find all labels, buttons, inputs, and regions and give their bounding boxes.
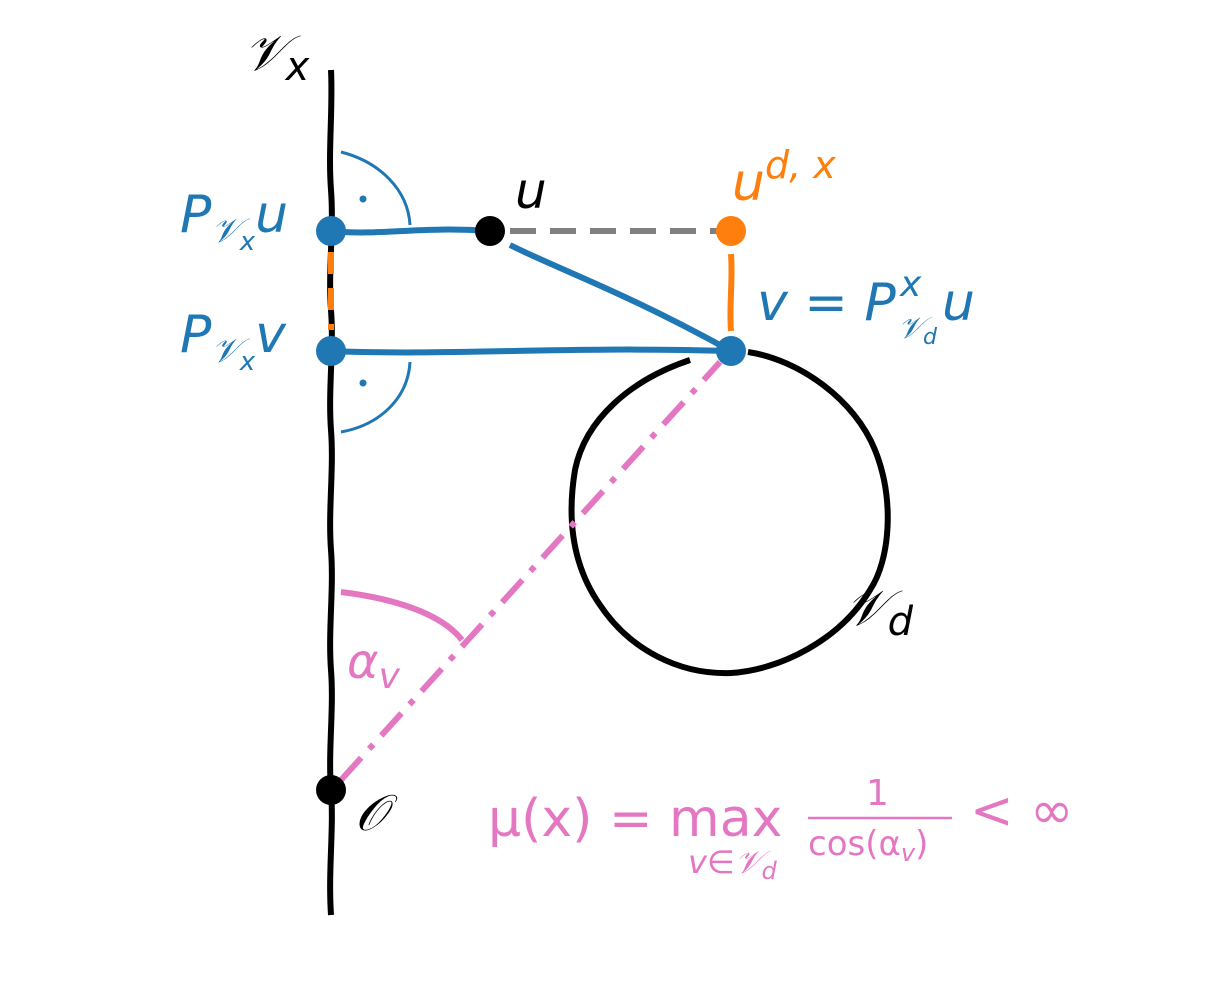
- u-to-v-line: [508, 242, 733, 354]
- label-v-equals-sup: x: [899, 264, 922, 305]
- origin-to-v-line: [338, 359, 723, 783]
- label-v-equals: v = P: [757, 273, 896, 333]
- label-v-equals-tail: u: [942, 273, 975, 333]
- label-u: u: [515, 162, 547, 220]
- udx-to-v-line: [727, 253, 735, 332]
- label-v-equals-sub: 𝒱d: [898, 311, 938, 350]
- label-pvx-u: P𝒱xu: [180, 185, 288, 257]
- angle-alpha-arc: [340, 589, 465, 642]
- label-vd: 𝒱d: [846, 579, 914, 645]
- formula-rhs: < ∞: [970, 781, 1073, 841]
- formula-lhs: μ(x) = max: [488, 789, 782, 849]
- point-origin: [316, 775, 346, 805]
- mu-formula: μ(x) = max v∈𝒱d 1 cos(αv) < ∞: [488, 773, 1073, 885]
- point-v: [716, 336, 746, 366]
- formula-denominator: cos(αv): [808, 824, 928, 867]
- formula-numerator: 1: [866, 773, 889, 814]
- point-pvx-u: [316, 216, 346, 246]
- point-udx: [716, 216, 746, 246]
- subspace-vd-curve: [568, 349, 891, 677]
- label-alpha-v: αv: [347, 634, 401, 697]
- right-angle-arc-top: [340, 150, 412, 226]
- label-vx: 𝒱x: [244, 24, 310, 90]
- label-pvx-v: P𝒱xv: [180, 305, 287, 377]
- right-angle-arc-bottom: [340, 361, 412, 434]
- right-angle-dot-top: [359, 195, 367, 203]
- formula-max-under: v∈𝒱d: [688, 843, 777, 885]
- point-pvx-v: [316, 336, 346, 366]
- label-udx: ud, x: [732, 143, 836, 213]
- point-u: [475, 216, 505, 246]
- projection-line-v: [330, 346, 732, 356]
- right-angle-dot-bottom: [359, 379, 367, 387]
- label-origin: 𝒪: [355, 784, 398, 842]
- projection-line-u: [330, 226, 491, 236]
